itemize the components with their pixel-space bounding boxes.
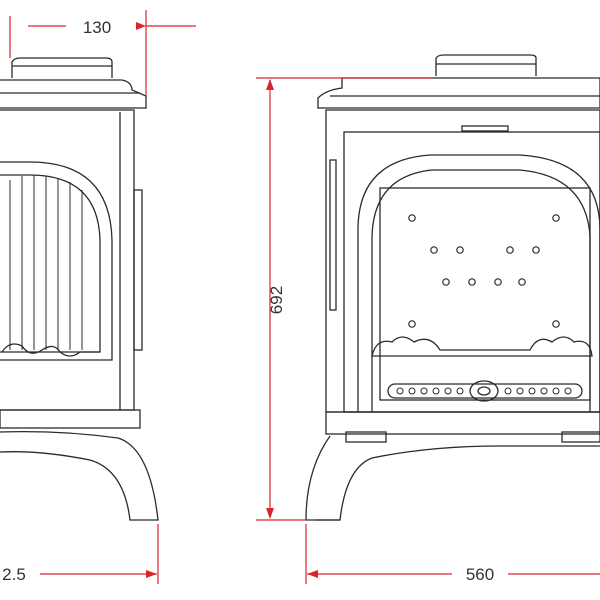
front-firebox-bolts [408,214,560,328]
front-air-slider [387,383,583,399]
front-left-hinge [329,159,337,311]
front-firebox [379,187,591,401]
front-vent [461,125,509,132]
dim-label-width: 560 [466,565,494,584]
side-base-band [0,409,141,429]
front-inner-frame [343,131,600,413]
dimension-lines [9,10,600,584]
dim-label-left-bottom: 2.5 [2,565,26,584]
side-body [0,109,135,411]
side-grate-bars [9,175,83,350]
front-log-guard [371,336,593,357]
dim-label-top-width: 130 [83,18,111,37]
front-flue-collar [435,54,537,76]
side-flue-collar [11,57,113,78]
front-ash-pan [345,431,387,443]
side-ash-lip [1,343,100,357]
front-air-control-knob [469,380,499,402]
side-top-plate [0,79,147,109]
side-leg [0,430,159,521]
side-view [0,57,159,521]
front-base-band [325,411,600,435]
dim-label-height: 692 [267,286,286,314]
front-top-plate [317,77,600,109]
front-view [305,54,600,521]
front-body [325,109,600,413]
front-left-leg [305,435,600,521]
front-air-holes [396,387,572,395]
side-arch-window [0,161,113,361]
side-panel [133,189,143,351]
front-door-arch [357,154,600,412]
